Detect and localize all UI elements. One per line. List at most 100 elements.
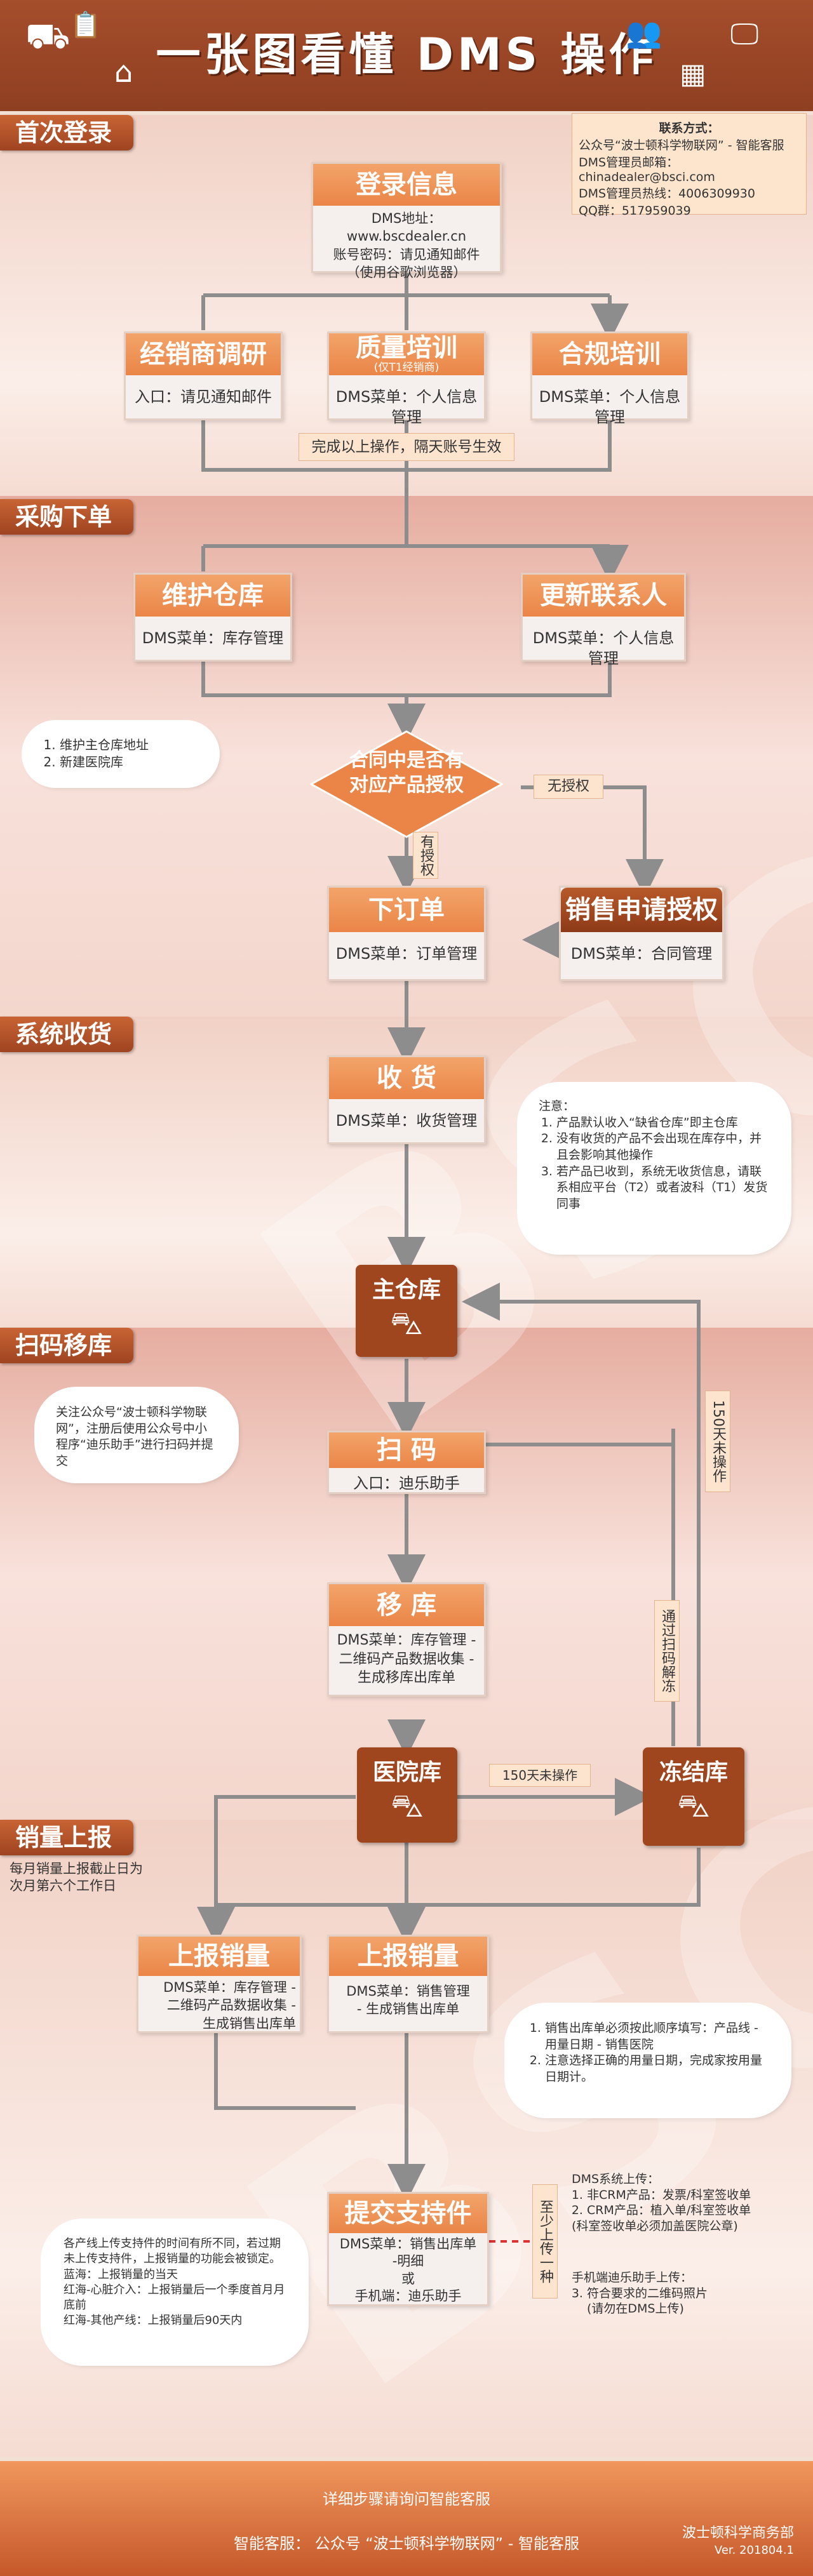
login-account: 账号密码：请见通知邮件 xyxy=(333,246,480,262)
move-warehouse-title: 移 库 xyxy=(329,1584,484,1626)
quality-training-subtitle: (仅T1经销商) xyxy=(373,361,440,374)
hospital-warehouse-node: 医院库 ⛍ xyxy=(357,1747,457,1843)
dealer-survey-entry: 入口：请见通知邮件 xyxy=(135,388,272,406)
quality-training-box: 质量培训 (仅T1经销商) DMS菜单：个人信息管理 xyxy=(327,331,486,426)
contact-line: QQ群：517959039 xyxy=(579,204,691,218)
note-line: 红海-心脏介入：上报销量后一个季度首月月底前 xyxy=(64,2283,285,2312)
truck-icon: ⛟ xyxy=(25,16,71,57)
quality-training-title: 质量培训 (仅T1经销商) xyxy=(329,333,484,375)
section-scan-move: 扫码移库 xyxy=(0,1328,133,1363)
upload-mobile-title: 手机端迪乐助手上传： xyxy=(572,2271,693,2285)
decision-text: 合同中是否有 对应产品授权 xyxy=(310,748,503,797)
section-receive: 系统收货 xyxy=(0,1017,133,1052)
support-note-cloud: 各产线上传支持件的时间有所不同，若过期未上传支持件，上报销量的功能会被锁定。 蓝… xyxy=(44,2222,305,2362)
note-item: 非CRM产品：发票/科室签收单 xyxy=(587,2187,800,2203)
contact-title: 联系方式： xyxy=(659,121,720,135)
at-least-one-label: 至少上传一种 xyxy=(532,2184,558,2299)
report-sales-right-box: 上报销量 DMS菜单：销售管理 - 生成销售出库单 xyxy=(327,1935,489,2033)
move-line: DMS菜单：库存管理 - xyxy=(337,1632,476,1648)
section-first-login: 首次登录 xyxy=(0,115,133,150)
report-line: - 生成销售出库单 xyxy=(356,2001,460,2017)
header-banner: ⛟ 📋 ⌂ 一张图看懂 DMS 操作 👥 ▦ 🖵 xyxy=(0,0,813,115)
section-purchase: 采购下单 xyxy=(0,499,133,535)
place-order-menu: DMS菜单：订单管理 xyxy=(335,945,478,963)
move-line: 生成移库出库单 xyxy=(357,1670,455,1686)
apply-authorization-menu: DMS菜单：合同管理 xyxy=(570,945,713,963)
section-sales-report: 销量上报 xyxy=(0,1820,133,1855)
main-warehouse-label: 主仓库 xyxy=(372,1277,441,1303)
move-warehouse-box: 移 库 DMS菜单：库存管理 - 二维码产品数据收集 - 生成移库出库单 xyxy=(327,1582,486,1697)
has-authorization-label: 有授权 xyxy=(413,832,438,879)
note-line: 蓝海：上报销量的当天 xyxy=(64,2267,178,2281)
contact-line: DMS管理员邮箱：chinadealer@bsci.com xyxy=(579,156,715,184)
maintain-warehouse-box: 维护仓库 DMS菜单：库存管理 xyxy=(133,573,292,662)
compliance-training-box: 合规培训 DMS菜单：个人信息管理 xyxy=(530,331,689,426)
note-item: CRM产品：植入单/科室签收单 xyxy=(587,2203,800,2219)
footer-line-1: 详细步骤请询问智能客服 xyxy=(323,2490,490,2508)
receive-note-cloud: 注意： 产品默认收入“缺省仓库”即主仓库 没有收货的产品不会出现在库存中，并且会… xyxy=(521,1086,788,1251)
note-item: 新建医院库 xyxy=(60,754,199,771)
scan-title: 扫 码 xyxy=(329,1432,484,1468)
contact-line: 公众号“波士顿科学物联网” - 智能客服 xyxy=(579,138,784,152)
clipboard-icon: 📋 xyxy=(70,11,102,40)
note-item: 符合要求的二维码照片 xyxy=(587,2286,800,2302)
scan-box: 扫 码 入口：迪乐助手 xyxy=(327,1431,486,1494)
note-line: 红海-其他产线：上报销量后90天内 xyxy=(64,2314,243,2328)
support-line: DMS菜单：销售出库单 xyxy=(339,2236,477,2252)
monitor-icon: 🖵 xyxy=(730,17,759,51)
footer-company: 波士顿科学商务部 xyxy=(682,2525,794,2541)
report-sales-left-box: 上报销量 DMS菜单：库存管理 - 二维码产品数据收集 - 生成销售出库单 xyxy=(137,1935,302,2033)
scan-note-cloud: 关注公众号“波士顿科学物联网”，注册后使用公众号中小程序“迪乐助手”进行扫码并提… xyxy=(38,1391,235,1479)
note-item: 若产品已收到，系统无收货信息，请联系相应平台（T2）或者波科（T1）发货同事 xyxy=(556,1164,770,1213)
report-line: DMS菜单：库存管理 - xyxy=(163,1980,296,1995)
submit-support-title: 提交支持件 xyxy=(329,2194,487,2233)
receive-goods-box: 收 货 DMS菜单：收货管理 xyxy=(327,1055,486,1144)
receive-goods-title: 收 货 xyxy=(329,1057,484,1099)
note-line: (请勿在DMS上传) xyxy=(587,2302,684,2316)
move-line: 二维码产品数据收集 - xyxy=(339,1651,474,1667)
home-icon: ⌂ xyxy=(114,55,133,89)
place-order-box: 下订单 DMS菜单：订单管理 xyxy=(327,886,486,981)
login-url: DMS地址：www.bscdealer.cn xyxy=(346,211,467,244)
warehouse-note-cloud: 维护主仓库地址 新建医院库 xyxy=(25,724,216,784)
footer-line-2: 智能客服： 公众号 “波士顿科学物联网” - 智能客服 xyxy=(233,2535,580,2553)
note-item: 维护主仓库地址 xyxy=(60,737,199,754)
support-line: 或 xyxy=(401,2271,415,2286)
maintain-warehouse-menu: DMS菜单：库存管理 xyxy=(142,629,284,647)
forklift-icon: ⛍ xyxy=(677,1787,710,1824)
no-authorization-label: 无授权 xyxy=(534,775,603,799)
frozen-warehouse-label: 冻结库 xyxy=(659,1759,728,1785)
decision-line-1: 合同中是否有 xyxy=(349,749,464,771)
page-title: 一张图看懂 DMS 操作 xyxy=(156,29,657,81)
dealer-survey-title: 经销商调研 xyxy=(126,333,281,375)
submit-support-box: 提交支持件 DMS菜单：销售出库单 -明细 或 手机端：迪乐助手 xyxy=(327,2192,489,2306)
label-150-days-hospital: 150天未操作 xyxy=(489,1764,591,1787)
login-browser: （使用谷歌浏览器） xyxy=(346,265,467,281)
frozen-warehouse-node: 冻结库 ⛍ xyxy=(643,1747,744,1846)
apply-authorization-box: 销售申请授权 DMS菜单：合同管理 xyxy=(559,886,724,981)
note-item: 注意选择正确的用量日期，完成家按用量日期计。 xyxy=(545,2053,769,2085)
quality-training-menu: DMS菜单：个人信息管理 xyxy=(335,388,478,427)
note-item: 产品默认收入“缺省仓库”即主仓库 xyxy=(556,1115,770,1131)
receive-goods-menu: DMS菜单：收货管理 xyxy=(335,1112,478,1130)
hospital-warehouse-label: 医院库 xyxy=(372,1759,441,1785)
report-sales-left-title: 上报销量 xyxy=(138,1937,300,1976)
decision-line-2: 对应产品授权 xyxy=(349,774,464,796)
report-note-cloud: 销售出库单必须按此顺序填写：产品线 - 用量日期 - 销售医院 注意选择正确的用… xyxy=(508,2006,788,2114)
apply-authorization-title: 销售申请授权 xyxy=(561,888,722,932)
upload-dms-note: DMS系统上传： 非CRM产品：发票/科室签收单 CRM产品：植入单/科室签收单… xyxy=(572,2172,800,2234)
dealer-survey-box: 经销商调研 入口：请见通知邮件 xyxy=(124,331,283,420)
compliance-training-menu: DMS菜单：个人信息管理 xyxy=(539,388,681,427)
update-contact-menu: DMS菜单：个人信息管理 xyxy=(532,629,675,668)
update-contact-title: 更新联系人 xyxy=(523,575,684,617)
forklift-icon: ⛍ xyxy=(390,1305,423,1342)
quality-training-label: 质量培训 xyxy=(356,333,457,363)
label-scan-unfreeze: 通过扫码解冻 xyxy=(654,1600,680,1702)
activation-note: 完成以上操作，隔天账号生效 xyxy=(299,433,514,461)
login-info-box: 登录信息 DMS地址：www.bscdealer.cn 账号密码：请见通知邮件 … xyxy=(311,162,502,280)
scan-entry: 入口：迪乐助手 xyxy=(353,1474,460,1492)
qr-code-icon: ▦ xyxy=(680,58,706,90)
maintain-warehouse-title: 维护仓库 xyxy=(135,575,290,617)
place-order-title: 下订单 xyxy=(329,888,484,932)
